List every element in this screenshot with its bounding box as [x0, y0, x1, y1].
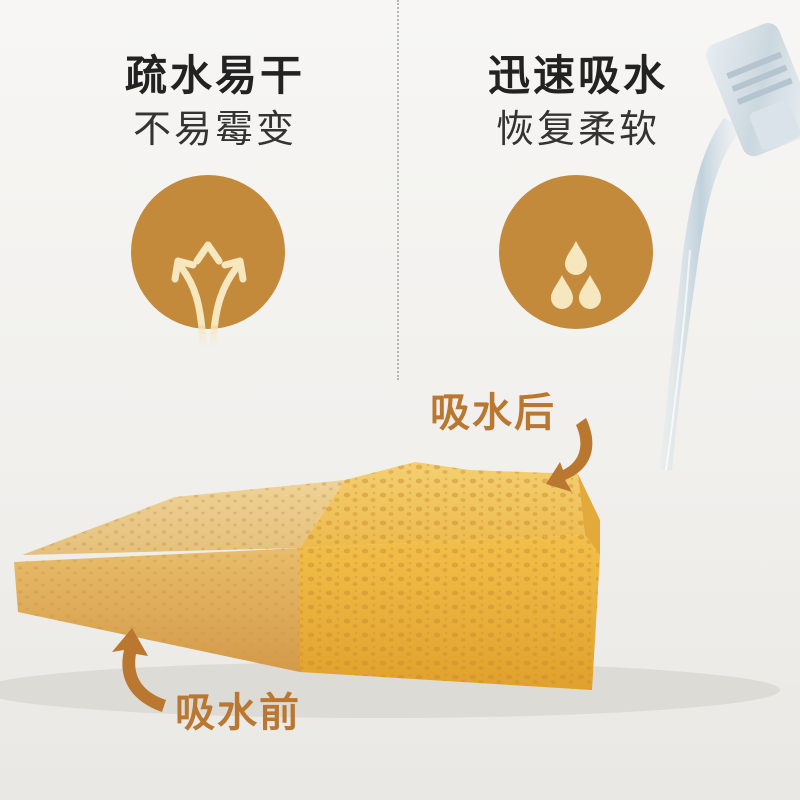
left-title: 疏水易干: [124, 51, 305, 100]
right-title: 迅速吸水: [487, 51, 668, 100]
before-label: 吸水前: [175, 690, 301, 736]
before-arrow-icon: [112, 628, 166, 712]
left-subtitle: 不易霉变: [132, 107, 297, 151]
water-drops-icon: [551, 241, 601, 309]
arrows-up-icon: [171, 241, 247, 349]
quick-dry-badge: [131, 175, 285, 349]
after-label: 吸水后: [430, 390, 556, 436]
water-bottle: [705, 23, 800, 157]
after-arrow-icon: [546, 418, 593, 492]
center-divider: [397, 0, 399, 380]
absorb-badge: [499, 175, 653, 329]
right-subtitle: 恢复柔软: [495, 107, 660, 151]
